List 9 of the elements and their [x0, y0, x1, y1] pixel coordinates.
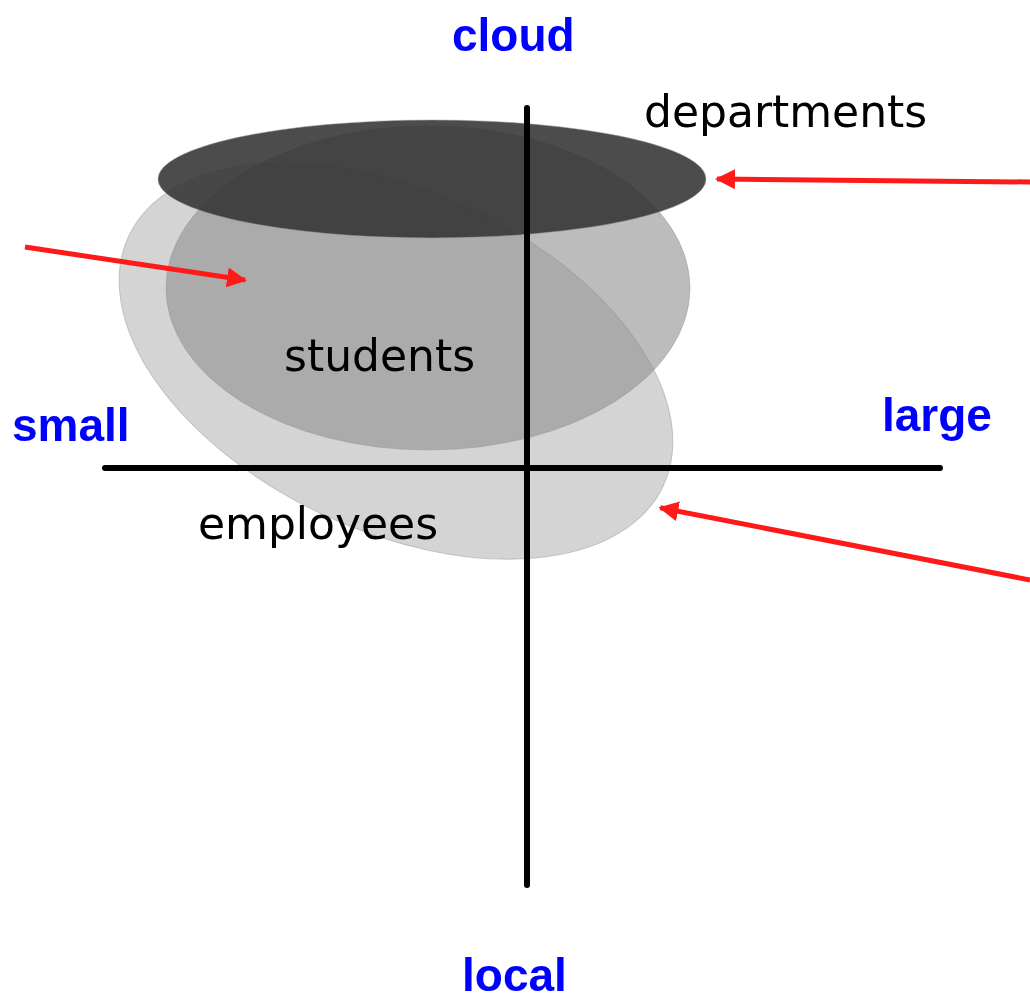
axis-label: small — [12, 402, 130, 448]
arrow — [658, 501, 1030, 583]
ellipse-label: departments — [644, 90, 928, 134]
axis-label: cloud — [452, 12, 575, 58]
arrow — [714, 169, 1030, 190]
axis-label: local — [462, 952, 567, 998]
ellipse-label: employees — [198, 502, 439, 546]
arrow — [24, 244, 247, 288]
ellipse-label: students — [284, 334, 476, 378]
